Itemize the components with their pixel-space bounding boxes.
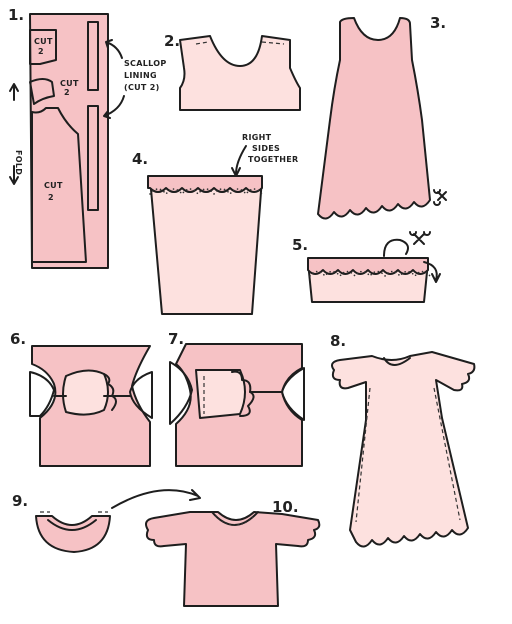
bodice-stitch-lines xyxy=(195,41,285,45)
step-8-finished-gown xyxy=(331,351,476,548)
scallop-strip-top xyxy=(87,21,99,91)
scallop-stitching xyxy=(149,188,263,196)
right-sides-note: RIGHT SIDES TOGETHER xyxy=(242,133,298,164)
step-number-4: 4. xyxy=(132,150,148,168)
step-number-5: 5. xyxy=(292,236,308,254)
sleeve-scallop-edge xyxy=(103,373,117,411)
svg-text:CUT: CUT xyxy=(44,181,63,190)
fold-arrow-down-icon xyxy=(9,165,19,185)
top-body xyxy=(145,511,321,607)
gown-side-seams xyxy=(355,387,461,523)
turned-band xyxy=(307,257,429,275)
step-6-sleeve-placement xyxy=(29,345,153,467)
step-number-9: 9. xyxy=(12,492,28,510)
pattern-piece-top xyxy=(29,29,57,65)
bodice-piece xyxy=(179,35,301,111)
lining-piece xyxy=(149,177,263,315)
svg-text:LINING: LINING xyxy=(124,71,157,80)
step-number-3: 3. xyxy=(430,14,446,32)
step-number-7: 7. xyxy=(168,330,184,348)
arrow-to-strip-bottom-icon xyxy=(103,95,125,119)
note-arrow-icon xyxy=(231,145,247,177)
sleeve-piece xyxy=(62,369,109,416)
curl-arrow-left-icon xyxy=(383,238,409,257)
pattern-piece-body xyxy=(31,107,87,263)
scallop-lining-label: SCALLOP LINING (CUT 2) xyxy=(124,59,167,92)
turned-band-stitching xyxy=(309,270,431,278)
step-number-1: 1. xyxy=(8,6,24,24)
cut-label-top: CUT 2 xyxy=(34,37,53,56)
cut-label-mid: CUT 2 xyxy=(60,79,79,97)
step-2-bodice xyxy=(179,35,301,111)
neck-binding xyxy=(35,515,111,553)
step-number-2: 2. xyxy=(164,32,180,50)
binding-arrow-icon xyxy=(111,489,201,509)
scallop-strip-bottom xyxy=(87,105,99,211)
sleeve-sewn-piece xyxy=(195,369,246,419)
arrow-to-strip-top-icon xyxy=(105,39,123,59)
armhole-gap-right xyxy=(129,371,153,419)
svg-text:FOLD: FOLD xyxy=(14,150,23,175)
svg-text:(CUT 2): (CUT 2) xyxy=(124,83,160,92)
step-9-neck-binding xyxy=(35,489,201,553)
scissors-icon xyxy=(409,231,431,245)
step-number-6: 6. xyxy=(10,330,26,348)
fold-arrow-up-icon xyxy=(9,83,19,101)
step-10-finished-top xyxy=(145,511,321,607)
scissors-icon xyxy=(433,189,447,206)
gown xyxy=(331,351,476,548)
fold-label: FOLD xyxy=(14,150,23,175)
step-number-8: 8. xyxy=(330,332,346,350)
svg-text:TOGETHER: TOGETHER xyxy=(248,155,298,164)
svg-text:CUT: CUT xyxy=(60,79,79,88)
svg-text:2: 2 xyxy=(64,88,70,97)
step-numbers: 1. 2. 3. 4. 5. 6. 7. 8. 9. 10. xyxy=(8,6,446,516)
svg-text:RIGHT: RIGHT xyxy=(242,133,272,142)
armhole-gap-left xyxy=(29,371,55,417)
step-3-dress-body xyxy=(317,17,447,220)
top-neck-stitching xyxy=(215,515,255,526)
step-5-turn-out xyxy=(307,231,441,303)
step-number-10: 10. xyxy=(272,498,299,516)
dress-body xyxy=(317,17,431,220)
armhole-gap-left xyxy=(169,361,193,425)
cut-label-bottom: CUT 2 xyxy=(44,181,63,202)
pattern-piece-sleeve xyxy=(29,78,55,105)
svg-text:2: 2 xyxy=(48,193,54,202)
scallop-band xyxy=(147,175,263,193)
neck-binding-inner xyxy=(47,519,97,531)
curl-arrow-right-icon xyxy=(423,261,441,283)
svg-text:SCALLOP: SCALLOP xyxy=(124,59,167,68)
step-7-sleeve-sewn xyxy=(169,343,305,467)
step-4-right-sides-together: RIGHT SIDES TOGETHER xyxy=(147,133,298,315)
svg-text:SIDES: SIDES xyxy=(252,144,280,153)
step-1-pattern-layout: CUT 2 CUT 2 CUT 2 FOLD SCALLOP LINING (C… xyxy=(9,13,167,269)
svg-text:CUT: CUT xyxy=(34,37,53,46)
svg-text:2: 2 xyxy=(38,47,44,56)
gown-neckline xyxy=(383,357,411,366)
